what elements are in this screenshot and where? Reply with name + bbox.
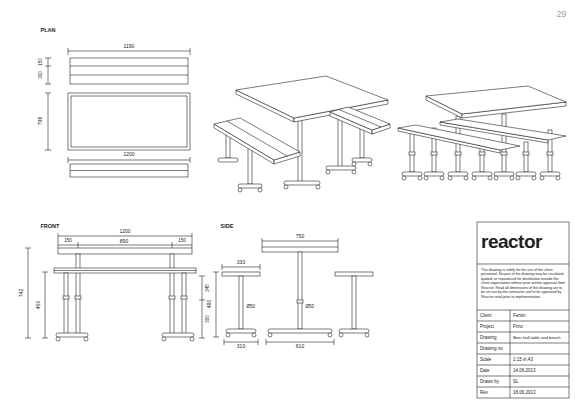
foot-cap — [516, 176, 520, 180]
foot-cap — [424, 176, 428, 180]
iso-view-left — [214, 76, 390, 192]
iso-view-right — [398, 86, 566, 180]
tube-leg — [410, 132, 414, 172]
tube-foot — [448, 172, 468, 176]
title-block-value: Frinc — [513, 325, 523, 330]
view-title: SIDE — [220, 223, 234, 229]
foot-cap — [532, 176, 536, 180]
dimension: 1200 — [119, 229, 131, 235]
title-block-field: Drawing no — [480, 347, 503, 352]
title-block-value: 1:15 in A3 — [513, 358, 533, 363]
leg-collar — [455, 152, 461, 155]
foot-cap — [540, 176, 544, 180]
title-block-field: Date — [480, 369, 490, 374]
page-number: 29 — [556, 10, 567, 20]
company-logo: reactor — [481, 232, 542, 253]
dimension: 300 — [39, 71, 44, 80]
foot-cap — [494, 176, 498, 180]
dimension: Ø50 — [305, 305, 315, 310]
disclaimer-note: This drawing is solely for the use of th… — [481, 268, 566, 299]
leg-collar — [409, 152, 415, 155]
foot-cap — [510, 176, 514, 180]
dimension: 796 — [38, 116, 44, 125]
dimension: 890 — [119, 239, 128, 245]
tube-foot — [494, 172, 514, 176]
view-title: FRONT — [40, 223, 60, 229]
tube-foot — [516, 172, 536, 176]
title-block-value: Beer hall table and bench — [513, 336, 561, 341]
title-block-field: Drawing — [480, 336, 497, 341]
dimension: 150 — [64, 239, 73, 244]
title-block-field: Scale — [480, 358, 491, 363]
tube-foot — [424, 172, 444, 176]
tube-foot — [402, 172, 422, 176]
foot-cap — [488, 176, 492, 180]
dimension: 1190 — [123, 44, 135, 50]
leg-collar — [523, 152, 529, 155]
title-block — [477, 222, 569, 398]
foot-cap — [472, 176, 476, 180]
plan-view — [45, 48, 190, 177]
dimension: 150 — [39, 58, 44, 67]
foot-cap — [418, 176, 422, 180]
foot-cap — [440, 176, 444, 180]
dimension: Ø50 — [246, 305, 256, 310]
dimension: 750 — [295, 234, 304, 240]
title-block-field: Drawn by — [480, 380, 499, 385]
tube-leg — [524, 142, 528, 172]
dimension: 300 — [206, 315, 211, 324]
front-view — [25, 233, 205, 341]
side-view — [213, 238, 373, 345]
title-block-value: 14.06.2013 — [513, 369, 536, 374]
foot-cap — [402, 176, 406, 180]
title-block-value: 18.06.2013 — [513, 391, 536, 396]
dimension: 245 — [206, 284, 211, 293]
leg-collar — [431, 152, 437, 155]
view-title: PLAN — [40, 27, 56, 33]
title-block-field: Rev — [480, 391, 488, 396]
dimension: 450 — [36, 300, 42, 309]
bench-top — [398, 125, 520, 150]
dimension: 330 — [236, 260, 245, 266]
leg-collar — [501, 152, 507, 155]
foot-cap — [556, 176, 560, 180]
leg-collar — [479, 152, 485, 155]
title-block-field: Project — [480, 325, 494, 330]
dimension: 310 — [236, 344, 245, 350]
dimension: 742 — [19, 288, 25, 297]
leg-collar — [547, 152, 553, 155]
dimension: 1200 — [123, 152, 135, 158]
title-block-value: Fenim — [513, 314, 526, 319]
tube-foot — [540, 172, 560, 176]
foot-cap — [464, 176, 468, 180]
title-block-field: Client — [480, 314, 492, 319]
tube-foot — [472, 172, 492, 176]
dimension: 150 — [178, 239, 187, 244]
dimension: 610 — [295, 344, 304, 350]
dimension: 480 — [207, 299, 213, 308]
table-top — [426, 86, 566, 114]
foot-cap — [448, 176, 452, 180]
title-block-value: SL — [513, 380, 519, 385]
